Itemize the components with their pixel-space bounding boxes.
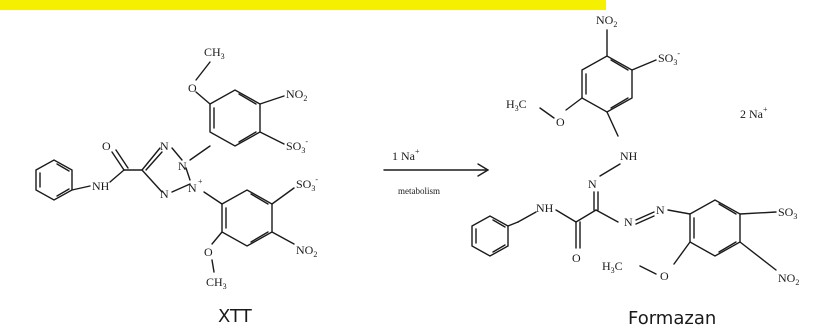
formazan-nh: NH <box>620 149 638 163</box>
formazan-n-upper: N <box>588 177 597 191</box>
xtt-n1: N <box>160 139 169 153</box>
highlight-strip <box>0 0 606 10</box>
xtt-carbonyl-o: O <box>102 139 111 153</box>
xtt-n3: N <box>160 187 169 201</box>
xtt-upper-sulfonate: SO3- <box>286 137 308 155</box>
formazan-lower-ether-o: O <box>660 269 669 283</box>
xtt-n4-charge: + <box>198 177 203 186</box>
xtt-amide-nh: NH <box>92 179 110 193</box>
formazan-lower-methoxy: H3C <box>602 259 623 275</box>
formazan-phenyl-ring <box>471 215 509 257</box>
xtt-caption: XTT <box>218 306 253 327</box>
formazan-azo-n1: N <box>624 215 633 229</box>
reagent-label: 1 Na+ <box>392 147 420 163</box>
formazan-structure: NO2 SO3- O H3C NH N NH O N <box>471 13 799 287</box>
formazan-lower-sulfonate: SO3 <box>778 205 797 221</box>
xtt-lower-ether-o: O <box>204 245 213 259</box>
formazan-caption: Formazan <box>628 308 716 329</box>
formazan-azo-n2: N <box>656 203 665 217</box>
formazan-upper-aryl-ring <box>581 55 633 113</box>
xtt-upper-ether-o: O <box>188 81 197 95</box>
xtt-lower-sulfonate: SO3- <box>296 175 318 193</box>
formazan-upper-ether-o: O <box>556 115 565 129</box>
xtt-tetrazolium-ring: N N N N + <box>141 139 203 201</box>
formazan-upper-nitro: NO2 <box>596 13 617 29</box>
formazan-amide-nh: NH <box>536 201 554 215</box>
reaction-arrow <box>383 163 490 177</box>
xtt-structure: NH O N N N N + O <box>35 45 318 291</box>
formazan-upper-sulfonate: SO3- <box>658 49 680 67</box>
counter-ion-label: 2 Na+ <box>740 105 768 121</box>
process-label: metabolism <box>398 186 440 196</box>
xtt-upper-aryl-ring <box>209 89 261 147</box>
xtt-lower-nitro: NO2 <box>296 243 317 259</box>
formazan-lower-nitro: NO2 <box>778 271 799 287</box>
xtt-upper-nitro: NO2 <box>286 87 307 103</box>
xtt-n4: N <box>188 181 197 195</box>
xtt-phenyl-ring <box>35 159 73 201</box>
xtt-n2: N <box>178 159 187 173</box>
xtt-lower-methyl: CH3 <box>206 275 227 291</box>
formazan-carbonyl-o: O <box>572 251 581 265</box>
xtt-lower-aryl-ring <box>221 189 273 247</box>
xtt-upper-methyl: CH3 <box>204 45 225 61</box>
formazan-lower-aryl-ring <box>689 199 741 257</box>
formazan-upper-methoxy: H3C <box>506 97 527 113</box>
